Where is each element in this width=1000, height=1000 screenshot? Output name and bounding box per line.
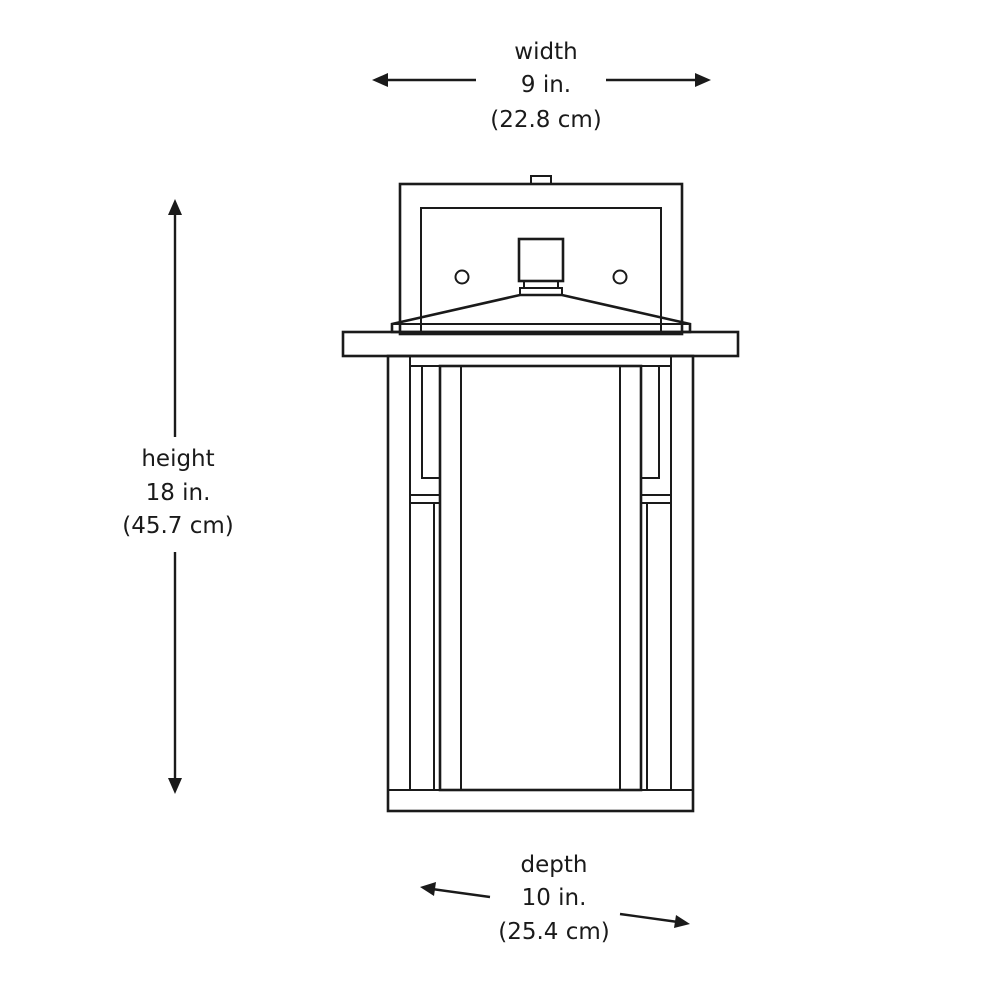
height-imperial-value: 18 in. xyxy=(146,480,211,506)
depth-imperial-value: 10 in. xyxy=(522,885,587,911)
depth-metric-value: (25.4 cm) xyxy=(498,919,610,945)
height-label: height xyxy=(141,446,214,472)
width-imperial-value: 9 in. xyxy=(521,72,571,98)
roof-eave xyxy=(341,330,740,358)
depth-label: depth xyxy=(521,852,588,878)
width-label: width xyxy=(514,39,577,65)
glass-panel xyxy=(438,364,643,792)
height-arrow-down xyxy=(168,552,182,794)
height-dimension: height 18 in. (45.7 cm) xyxy=(122,199,234,794)
mounting-screw-right xyxy=(612,269,628,285)
height-arrow-up xyxy=(168,199,182,437)
height-metric-value: (45.7 cm) xyxy=(122,513,234,539)
depth-arrow-left xyxy=(420,882,491,899)
width-arrow-left xyxy=(372,73,476,87)
lantern-body xyxy=(386,354,695,813)
finial xyxy=(517,237,565,296)
width-arrow-right xyxy=(606,73,711,87)
depth-dimension: depth 10 in. (25.4 cm) xyxy=(420,852,690,945)
width-dimension: width 9 in. (22.8 cm) xyxy=(372,39,711,133)
lantern-drawing xyxy=(341,175,740,813)
depth-arrow-right xyxy=(619,912,690,928)
roof xyxy=(390,293,692,334)
backplate xyxy=(398,175,684,336)
mounting-screw-left xyxy=(454,269,470,285)
width-metric-value: (22.8 cm) xyxy=(490,107,602,133)
